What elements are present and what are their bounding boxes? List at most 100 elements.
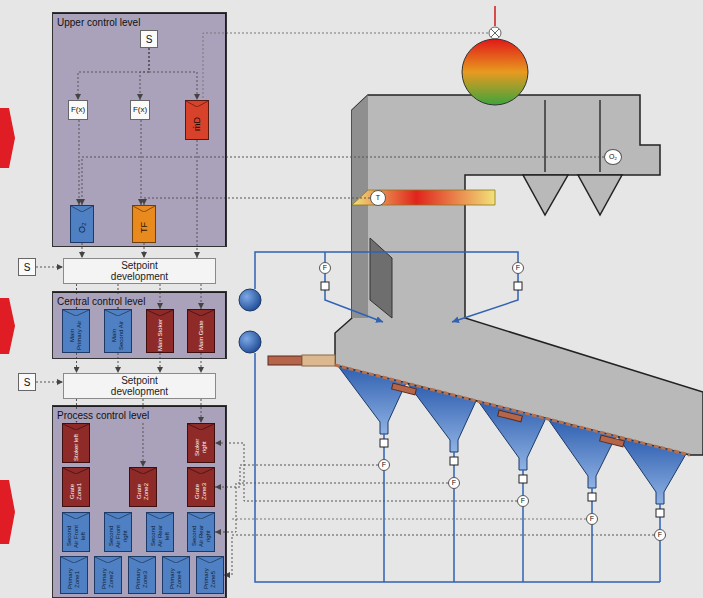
valves	[321, 282, 664, 517]
node-label: Stoker right	[194, 433, 208, 461]
controller-symbol-line	[61, 557, 87, 563]
controller-symbol-line	[130, 468, 156, 474]
setpoint-box: Setpoint development	[63, 258, 216, 284]
controller-symbol	[147, 310, 173, 316]
primary-air-duct	[255, 353, 660, 582]
controller-symbol-line	[63, 424, 89, 430]
signal-connector	[197, 140, 198, 258]
controller-symbol-line	[188, 310, 214, 316]
node-label: T	[376, 194, 380, 202]
node-label: F	[452, 479, 456, 487]
node-label: Primary Zone2	[101, 566, 115, 592]
grate-drive	[392, 383, 417, 395]
furnace-boiler	[335, 95, 703, 455]
controller-symbol-line	[147, 513, 173, 519]
controller-box: Primary Zone3	[128, 556, 156, 594]
controller-symbol	[95, 557, 121, 563]
controller-box: Grate Zone2	[129, 467, 157, 507]
controller-symbol-line	[133, 206, 155, 212]
controller-symbol	[105, 513, 131, 519]
controller-symbol-line	[63, 513, 89, 519]
controller-symbol	[186, 101, 208, 107]
primary-air-branch	[384, 434, 660, 582]
air-hopper	[408, 384, 476, 452]
feed-ram	[268, 356, 302, 365]
controller-box: Stoker left	[62, 423, 90, 463]
furnace-nose	[370, 238, 392, 318]
controller-symbol	[188, 424, 214, 430]
controller-box: Primary Zone1	[60, 556, 88, 594]
node-label: S	[24, 262, 31, 273]
signal-connector	[144, 243, 145, 258]
signal-connector	[36, 267, 63, 268]
controller-symbol-line	[63, 468, 89, 474]
controller-box: Grate Zone1	[62, 467, 90, 507]
controller-symbol-line	[163, 557, 189, 563]
controller-symbol-line	[188, 468, 214, 474]
controller-symbol	[133, 206, 155, 212]
signal-connector	[215, 483, 448, 532]
signal-connector	[215, 465, 378, 487]
controller-symbol-line	[186, 101, 208, 107]
signal-connector	[160, 353, 161, 373]
level-tab	[0, 480, 15, 544]
damper	[514, 282, 522, 290]
ash-hopper	[523, 175, 568, 215]
controller-box: ṁD	[185, 100, 209, 140]
sensor-circle: F	[654, 529, 666, 541]
controller-symbol	[63, 513, 89, 519]
controller-box: Main Grate	[187, 309, 215, 353]
controller-symbol-line	[129, 557, 155, 563]
controller-box: Grate Zone3	[187, 467, 215, 507]
signal-connector	[76, 353, 77, 373]
controller-box: Second Air Front right	[104, 512, 132, 552]
node-label: F(x)	[71, 106, 85, 115]
node-label: Setpoint development	[101, 375, 179, 397]
controller-box: Second Air Rear left	[146, 512, 174, 552]
node-label: Primary Zone3	[135, 566, 149, 592]
setpoint-box: Setpoint development	[63, 373, 216, 399]
pass-wall	[599, 100, 601, 172]
sensor-circle: F	[448, 477, 460, 489]
node-label: F	[323, 264, 327, 272]
feed-table	[302, 355, 335, 366]
panel-title: Upper control level	[55, 17, 142, 28]
node-label: Grate Zone1	[69, 477, 83, 505]
sensor-circle: F	[378, 459, 390, 471]
node-label: Second Air Rear right	[191, 522, 212, 550]
damper	[656, 509, 664, 517]
controller-symbol-line	[105, 513, 131, 519]
node-label: Main Second Air	[111, 319, 125, 351]
signal-connector	[79, 120, 80, 205]
controller-symbol	[63, 310, 89, 316]
signal-connector	[82, 243, 83, 258]
node-label: F	[382, 461, 386, 469]
controller-symbol-line	[71, 206, 93, 212]
controller-symbol	[188, 468, 214, 474]
controller-box: Second Air Front left	[62, 512, 90, 552]
controller-symbol	[130, 468, 156, 474]
node-label: Primary Zone1	[67, 566, 81, 592]
controller-symbol	[147, 513, 173, 519]
controller-symbol-line	[188, 513, 214, 519]
signal-connector	[118, 353, 119, 373]
furnace-wall	[352, 95, 368, 318]
sensor-circle: F	[512, 262, 524, 274]
setpoint-source: S	[18, 373, 36, 391]
node-label: Second Air Front left	[66, 522, 87, 550]
level-tab	[0, 298, 15, 354]
sensor-circle: F	[319, 262, 331, 274]
damper	[588, 493, 596, 501]
primary-air-fan	[239, 331, 261, 353]
signal-connector	[141, 120, 142, 205]
sensor-circle: O₂	[604, 149, 622, 165]
controller-symbol	[71, 206, 93, 212]
node-label: Main Grate	[198, 319, 205, 351]
node-label: Setpoint development	[101, 260, 179, 282]
ash-hopper	[578, 175, 622, 215]
damper	[321, 282, 329, 290]
pass-wall	[544, 100, 546, 172]
node-label: Main Stoker	[157, 319, 164, 351]
controller-box: TF	[132, 205, 156, 243]
